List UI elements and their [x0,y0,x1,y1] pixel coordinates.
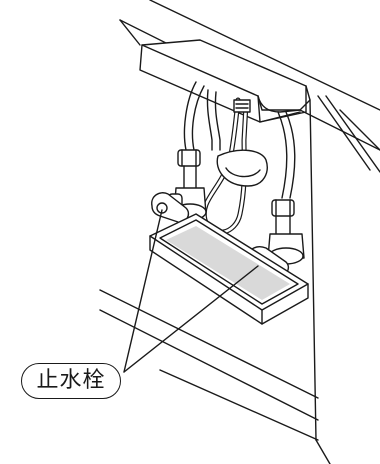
mixer-body-icon [216,149,268,187]
callout-label: 止水栓 [36,368,106,393]
cabinet-floor [99,289,319,441]
drip-tray-icon [149,213,309,325]
sink-basin-icon [139,39,311,123]
cabinet-side-wall [309,95,380,464]
right-hose-icon [277,111,296,199]
left-hose-icon [183,81,221,161]
shutoff-valve-callout: 止水栓 [21,363,121,399]
callout-leader-lines [123,209,259,373]
